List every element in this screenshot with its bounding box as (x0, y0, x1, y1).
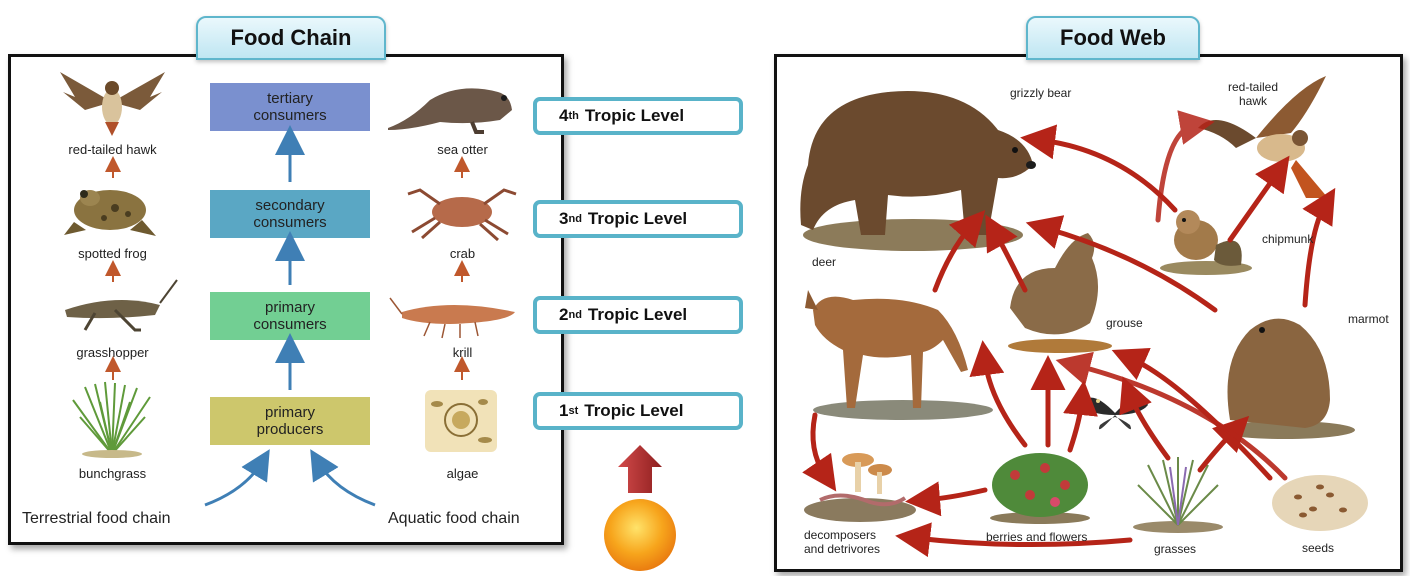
web-label-seeds: seeds (1302, 541, 1334, 555)
web-label-grouse: grouse (1106, 316, 1143, 330)
web-label-grizzly-bear: grizzly bear (1010, 86, 1071, 100)
decomposers-line1: decomposers (804, 528, 880, 542)
hawk-line2: hawk (1228, 94, 1278, 108)
web-label-decomposers: decomposers and detrivores (804, 528, 880, 556)
web-label-marmot: marmot (1348, 312, 1389, 326)
web-label-chipmunk: chipmunk (1262, 232, 1313, 246)
web-label-hawk: red-tailed hawk (1228, 80, 1278, 108)
decomposers-line2: and detrivores (804, 542, 880, 556)
web-label-deer: deer (812, 255, 836, 269)
hawk-line1: red-tailed (1228, 80, 1278, 94)
web-label-grasses: grasses (1154, 542, 1196, 556)
web-label-berries: berries and flowers (986, 530, 1087, 544)
